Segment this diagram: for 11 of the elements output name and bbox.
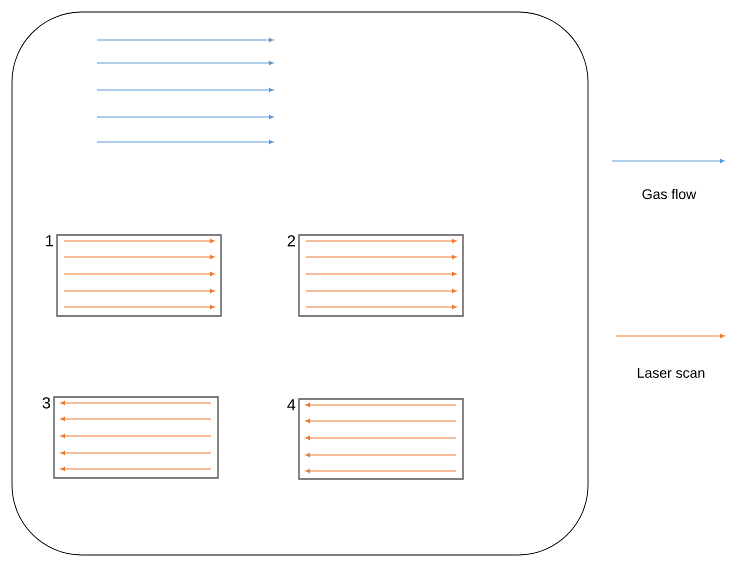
scan-region-box <box>56 234 222 317</box>
scan-region-box <box>298 398 464 480</box>
chamber-box <box>12 12 588 556</box>
region-number: 2 <box>288 235 295 246</box>
legend-label: Gas flow <box>642 188 696 200</box>
region-number: 1 <box>46 235 54 246</box>
scan-region-box <box>298 234 464 317</box>
region-number: 4 <box>287 399 296 410</box>
scan-region-box <box>53 396 219 479</box>
region-number: 3 <box>42 397 50 409</box>
legend-label: Laser scan <box>638 368 704 378</box>
